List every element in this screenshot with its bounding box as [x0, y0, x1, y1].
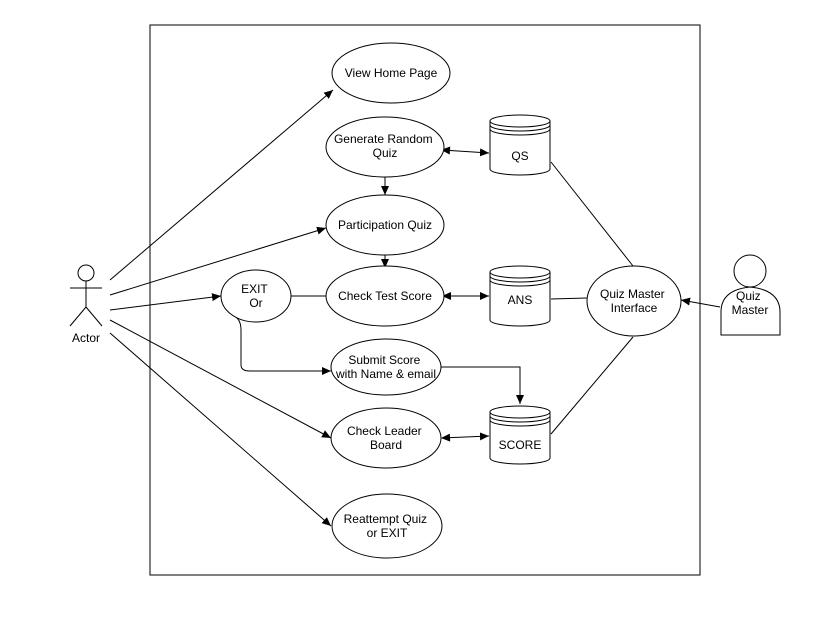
view-home-page-label: View Home Page: [345, 66, 438, 80]
use-case-check-test-score[interactable]: [325, 265, 445, 327]
edge-actor-reattempt: [109, 332, 332, 527]
use-case-reattempt-quiz[interactable]: [331, 493, 443, 559]
reattempt-quiz-label: Reattempt Quiz or EXIT: [344, 512, 431, 540]
edge-score-interface: [550, 336, 634, 435]
edge-generate-qs: [441, 146, 490, 157]
labels: Actor Quiz Master View Home Page Generat…: [72, 66, 768, 540]
exit-or-label: EXIT Or: [241, 282, 271, 310]
participation-quiz-label: Participation Quiz: [338, 218, 432, 232]
use-case-submit-score[interactable]: [330, 338, 442, 396]
score-label: SCORE: [499, 438, 542, 452]
edge-actor-participation: [109, 226, 327, 296]
database-score[interactable]: [489, 405, 551, 465]
use-case-exit-or[interactable]: [220, 269, 292, 323]
actor-label: Actor: [72, 331, 100, 345]
edge-ans-interface: [550, 297, 588, 300]
quiz-master-person-icon: [720, 254, 781, 336]
edge-submit-score-db: [441, 366, 524, 404]
edge-actor-view-home: [109, 89, 334, 281]
use-case-view-home-page[interactable]: [331, 42, 451, 104]
use-case-generate-random-quiz[interactable]: [325, 116, 445, 178]
generate-random-quiz-label: Generate Random Quiz: [334, 132, 436, 160]
use-cases: [220, 42, 682, 559]
ans-label: ANS: [508, 293, 533, 307]
quiz-master-interface-label: Quiz Master Interface: [600, 287, 668, 315]
submit-score-label: Submit Score with Name & email: [335, 353, 436, 381]
edge-actor-exit: [109, 293, 222, 311]
actor-stick-figure-icon: [69, 264, 103, 327]
edge-quizmaster-interface: [680, 297, 721, 308]
edge-leaderboard-score: [441, 432, 490, 442]
database-qs[interactable]: [489, 114, 551, 176]
quiz-master-label: Quiz Master: [732, 289, 769, 317]
check-leader-board-label: Check Leader Board: [347, 424, 425, 452]
connectors: [109, 89, 721, 527]
use-case-quiz-master-interface[interactable]: [586, 265, 682, 337]
edge-exit-submit: [231, 314, 331, 375]
edge-actor-leaderboard: [109, 319, 332, 439]
qs-label: QS: [511, 149, 528, 163]
databases: [489, 114, 551, 465]
edge-qs-interface: [550, 161, 634, 267]
use-case-check-leader-board[interactable]: [330, 407, 442, 469]
use-case-participation-quiz[interactable]: [325, 194, 445, 256]
check-test-score-label: Check Test Score: [338, 289, 432, 303]
database-ans[interactable]: [489, 265, 551, 327]
system-boundary: [149, 24, 701, 576]
